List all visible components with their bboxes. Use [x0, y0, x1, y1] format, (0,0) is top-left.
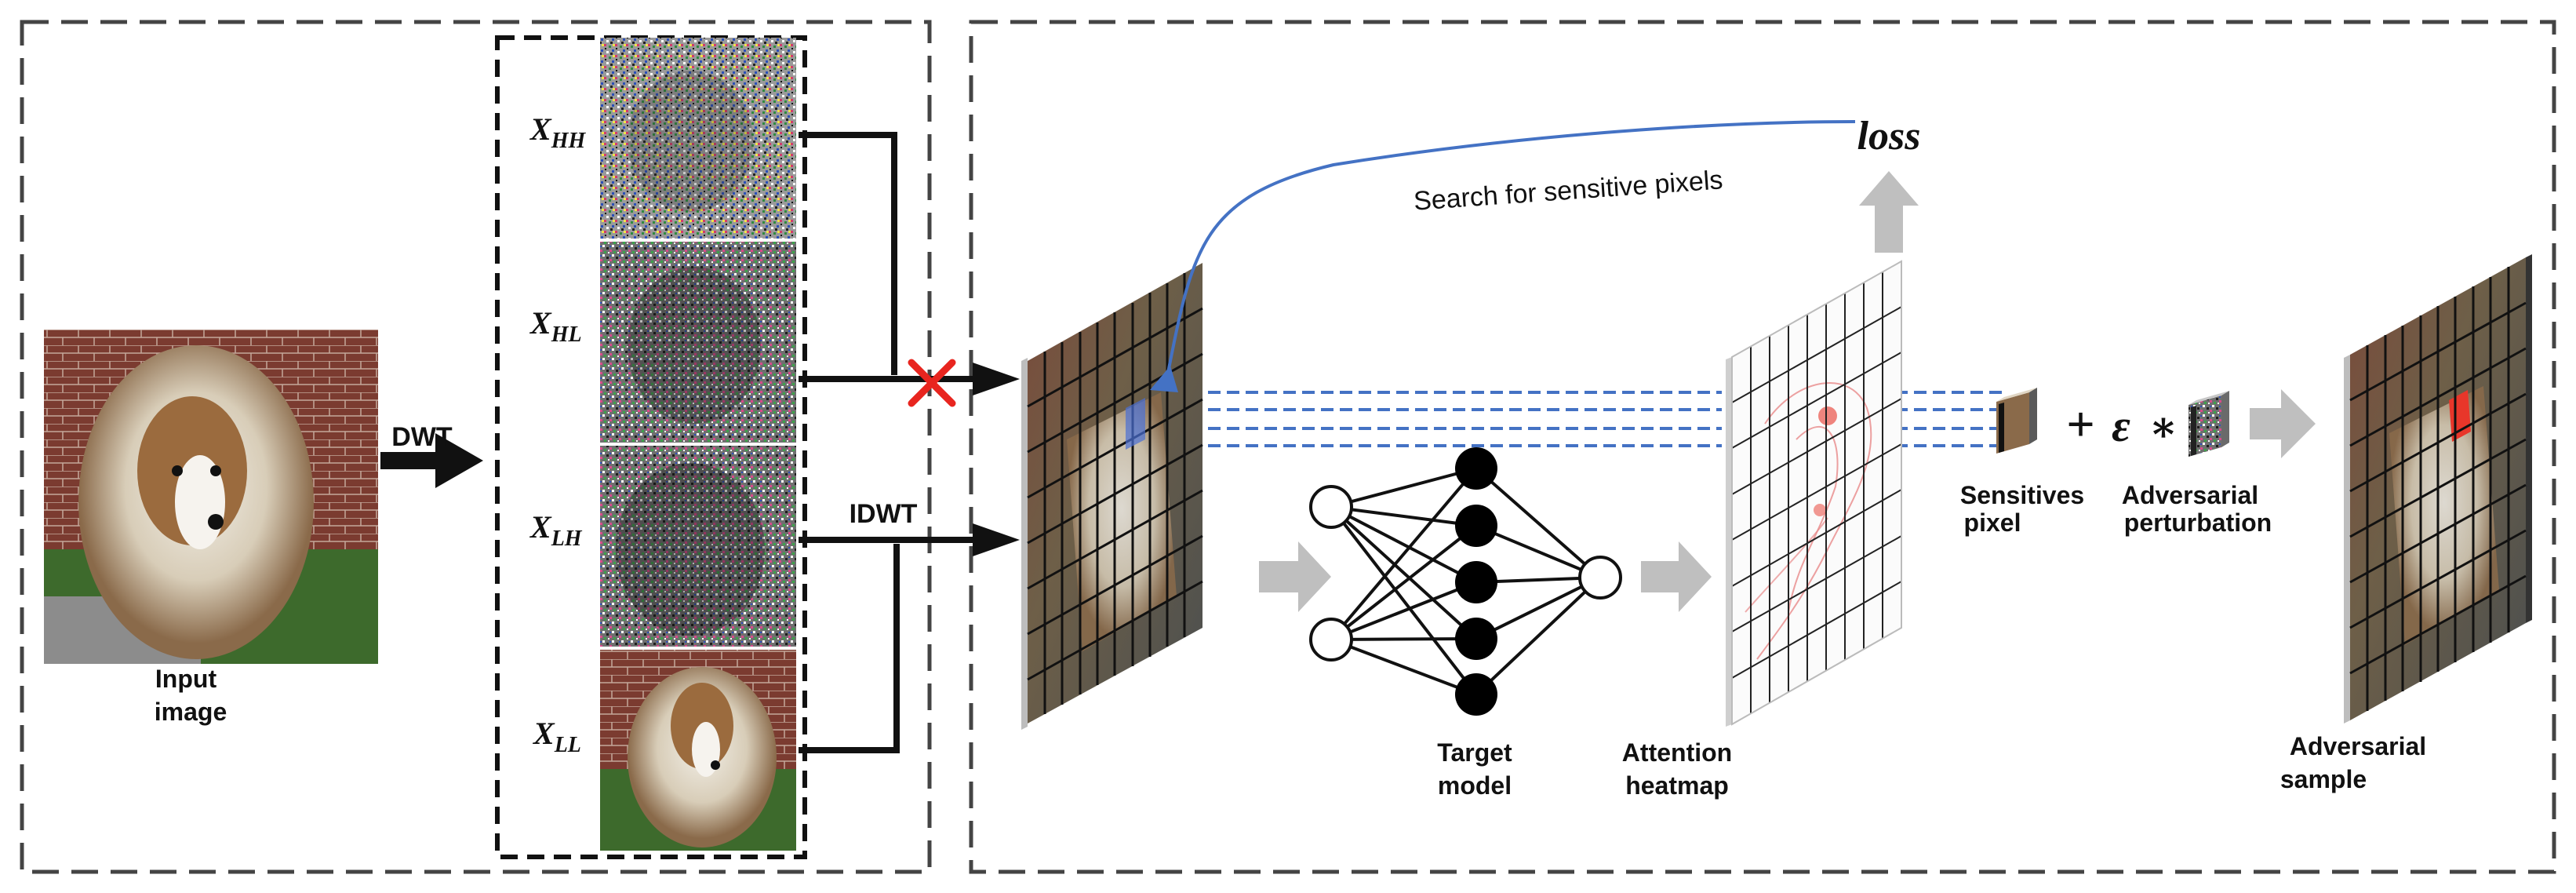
adversarial-sample-image	[2344, 254, 2532, 724]
attention-heatmap	[1726, 260, 1902, 727]
formula-times: ∗	[2148, 403, 2178, 450]
hl-arrowhead	[973, 363, 1020, 395]
lh-ll-connector	[799, 537, 977, 753]
attention-heatmap-label-line1: Attention	[1622, 738, 1732, 767]
sensitive-pixel-label-line2: pixel	[1964, 508, 2021, 537]
left-panel-frame	[20, 20, 932, 874]
adversarial-perturbation-cube	[2189, 391, 2229, 457]
gray-arrow-to-model	[1259, 541, 1331, 612]
dwt-arrow	[380, 433, 483, 488]
svg-text:XHL: XHL	[529, 305, 582, 347]
attention-heatmap-label-line2: heatmap	[1625, 771, 1729, 800]
dwt-label: DWT	[391, 422, 453, 452]
search-curve-arrowhead	[1150, 366, 1178, 392]
up-arrow-to-loss	[1859, 171, 1919, 253]
target-model-label-line2: model	[1438, 771, 1512, 800]
subband-hl-image	[600, 242, 796, 443]
target-model-label-line1: Target	[1437, 738, 1512, 767]
hh-hl-connector	[799, 132, 977, 382]
subband-label-lh: XLH	[529, 509, 583, 551]
gray-arrow-to-adversarial-sample	[2250, 389, 2316, 458]
sensitive-pixel-label-line1: Sensitives	[1960, 481, 2084, 509]
svg-text:XLH: XLH	[529, 509, 583, 551]
idwt-label: IDWT	[850, 499, 918, 529]
search-curve	[1166, 120, 1856, 377]
right-panel-frame	[969, 20, 2556, 874]
adversarial-perturbation-label-line1: Adversarial	[2122, 481, 2258, 509]
sensitive-pixel-cube	[1996, 388, 2037, 454]
input-image	[44, 330, 378, 664]
input-image-label-line2: image	[155, 698, 227, 726]
svg-text:XLL: XLL	[532, 716, 581, 757]
reconstructed-image	[1021, 263, 1203, 730]
svg-text:XHH: XHH	[529, 111, 586, 153]
idwt-arrowhead	[973, 523, 1020, 556]
subband-hh-image	[600, 38, 796, 239]
red-x-mark	[908, 359, 956, 407]
input-image-label-line1: Input	[155, 665, 217, 693]
subband-label-hl: XHL	[529, 305, 582, 347]
subband-ll-image	[600, 650, 796, 851]
target-model-network	[1309, 447, 1622, 716]
adversarial-perturbation-label-line2: perturbation	[2124, 508, 2272, 537]
search-label: Search for sensitive pixels	[1413, 165, 1724, 216]
adversarial-sample-label-line1: Adversarial	[2290, 732, 2426, 760]
subband-frame	[495, 35, 807, 859]
subband-lh-image	[600, 446, 796, 647]
adversarial-sample-label-line2: sample	[2280, 765, 2367, 793]
loss-label: loss	[1857, 114, 1921, 159]
formula-plus: +	[2066, 396, 2094, 452]
gray-arrow-to-heatmap	[1641, 541, 1712, 612]
formula-epsilon: ε	[2112, 400, 2130, 451]
subband-label-hh: XHH	[529, 111, 586, 153]
subband-label-ll: XLL	[532, 716, 581, 757]
